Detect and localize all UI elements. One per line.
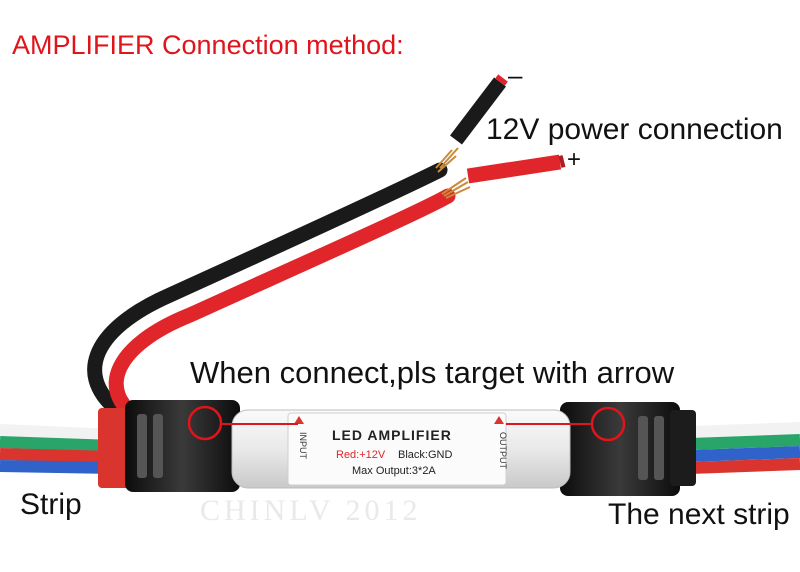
- strip-label: Strip: [20, 488, 82, 521]
- output-port-label: OUTPUT: [498, 432, 508, 470]
- red-wire-tip: [466, 154, 566, 184]
- page-title: AMPLIFIER Connection method:: [12, 30, 404, 60]
- power-cable: [87, 147, 471, 428]
- module-name: LED AMPLIFIER: [332, 427, 452, 443]
- target-markers: [187, 405, 626, 442]
- watermark: CHINLV 2012: [200, 494, 422, 527]
- power-connection-label: 12V power connection: [486, 113, 783, 146]
- input-port-label: INPUT: [298, 432, 308, 460]
- module-max-output: Max Output:3*2A: [352, 465, 436, 477]
- positive-terminal-label: +: [567, 146, 582, 173]
- black-wire-tip: [450, 74, 508, 145]
- left-connector: [98, 400, 240, 492]
- left-strip-cable: [0, 424, 116, 474]
- right-connector: [560, 402, 696, 496]
- next-strip-label: The next strip: [608, 498, 790, 531]
- module-black-wire: Black:GND: [398, 449, 452, 461]
- right-strip-cable: [689, 422, 800, 474]
- negative-terminal-label: –: [508, 60, 523, 90]
- amplifier-module: [231, 409, 571, 489]
- arrow-instruction: When connect,pls target with arrow: [190, 355, 675, 390]
- module-red-wire: Red:+12V: [336, 449, 386, 461]
